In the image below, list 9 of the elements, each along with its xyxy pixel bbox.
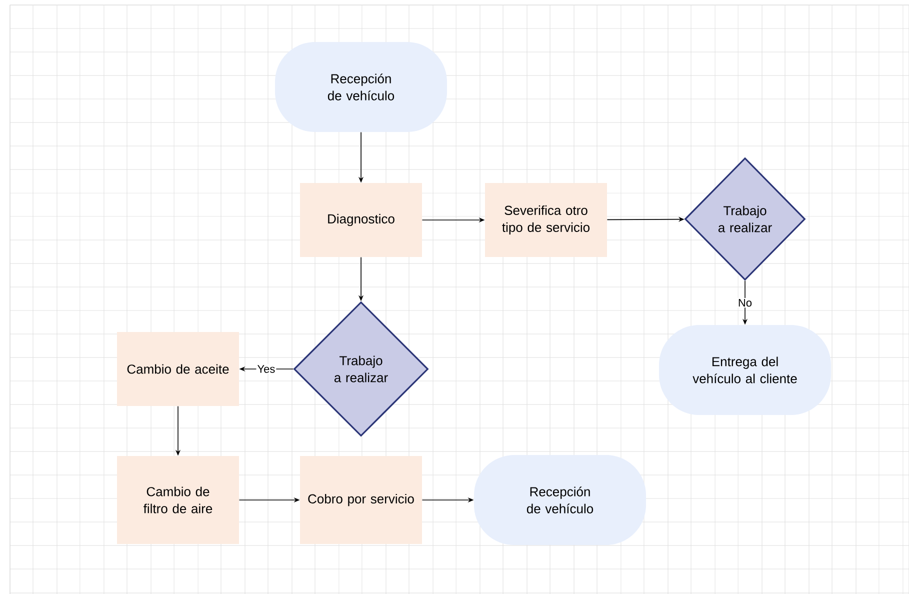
edge-label: Yes [256, 364, 276, 374]
process-box: Diagnostico [300, 183, 422, 257]
terminal-box: Recepción de vehículo [474, 455, 646, 545]
process-box: Cambio de aceite [117, 332, 239, 406]
process-box: Severifica otro tipo de servicio [485, 183, 607, 257]
process-box: Cambio de filtro de aire [117, 456, 239, 544]
terminal-box: Recepción de vehículo [275, 42, 447, 132]
terminal-box: Entrega del vehículo al cliente [659, 325, 832, 415]
process-box: Cobro por servicio [300, 456, 422, 544]
